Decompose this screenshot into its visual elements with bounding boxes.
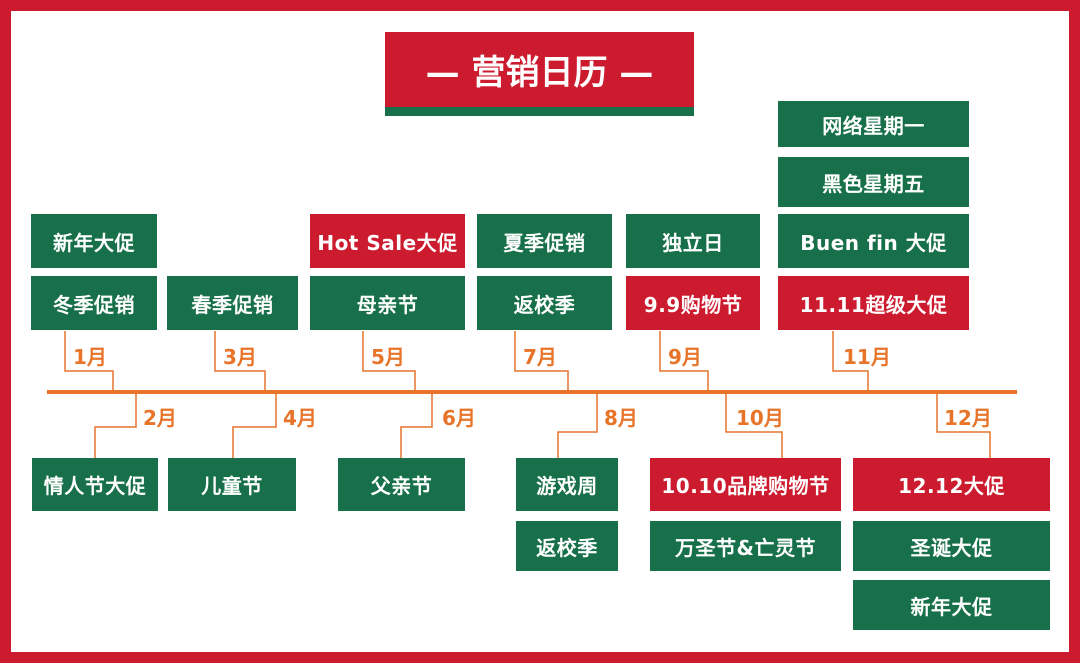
event-box-dec-1212-sale: 12.12大促 [853,458,1050,511]
connector-jul [514,331,569,390]
event-box-jan-winter-sale: 冬季促销 [31,276,157,330]
connector-dec [936,394,991,458]
event-box-aug-back-to-school: 返校季 [516,521,618,571]
month-label-10: 10月 [736,406,784,430]
connector-oct [725,394,783,458]
connector-apr [232,394,277,458]
event-box-feb-valentines: 情人节大促 [32,458,158,511]
month-label-8: 8月 [604,406,638,430]
event-box-may-hot-sale: Hot Sale大促 [310,214,465,268]
month-label-4: 4月 [283,406,317,430]
connector-jan [64,331,114,390]
connector-nov [832,331,869,390]
diagram-title: — 营销日历 — [385,32,694,116]
event-box-jul-summer-sale: 夏季促销 [477,214,612,268]
event-box-nov-black-friday: 黑色星期五 [778,157,969,207]
event-box-may-mothers-day: 母亲节 [310,276,465,330]
event-box-mar-spring-sale: 春季促销 [167,276,298,330]
event-box-nov-1111-sale: 11.11超级大促 [778,276,969,330]
connector-feb [94,394,137,458]
month-label-7: 7月 [523,345,557,369]
month-label-12: 12月 [944,406,992,430]
event-box-jul-back-to-school: 返校季 [477,276,612,330]
event-box-oct-halloween: 万圣节&亡灵节 [650,521,841,571]
event-box-sep-independence-day: 独立日 [626,214,760,268]
connector-jun [400,394,433,458]
connector-sep [659,331,709,390]
month-label-2: 2月 [143,406,177,430]
event-box-jan-new-year: 新年大促 [31,214,157,268]
event-box-jun-fathers-day: 父亲节 [338,458,465,511]
connector-may [362,331,416,390]
month-label-3: 3月 [223,345,257,369]
event-box-dec-new-year: 新年大促 [853,580,1050,630]
event-box-dec-christmas: 圣诞大促 [853,521,1050,571]
connector-mar [214,331,266,390]
event-box-aug-games-week: 游戏周 [516,458,618,511]
month-label-11: 11月 [843,345,891,369]
event-box-oct-1010-festival: 10.10品牌购物节 [650,458,841,511]
month-label-1: 1月 [73,345,107,369]
month-label-5: 5月 [371,345,405,369]
event-box-apr-childrens-day: 儿童节 [168,458,296,511]
event-box-nov-cyber-monday: 网络星期一 [778,101,969,147]
event-box-sep-99-festival: 9.9购物节 [626,276,760,330]
month-label-6: 6月 [442,406,476,430]
month-label-9: 9月 [668,345,702,369]
event-box-nov-buen-fin: Buen fin 大促 [778,214,969,268]
connector-aug [557,394,598,458]
